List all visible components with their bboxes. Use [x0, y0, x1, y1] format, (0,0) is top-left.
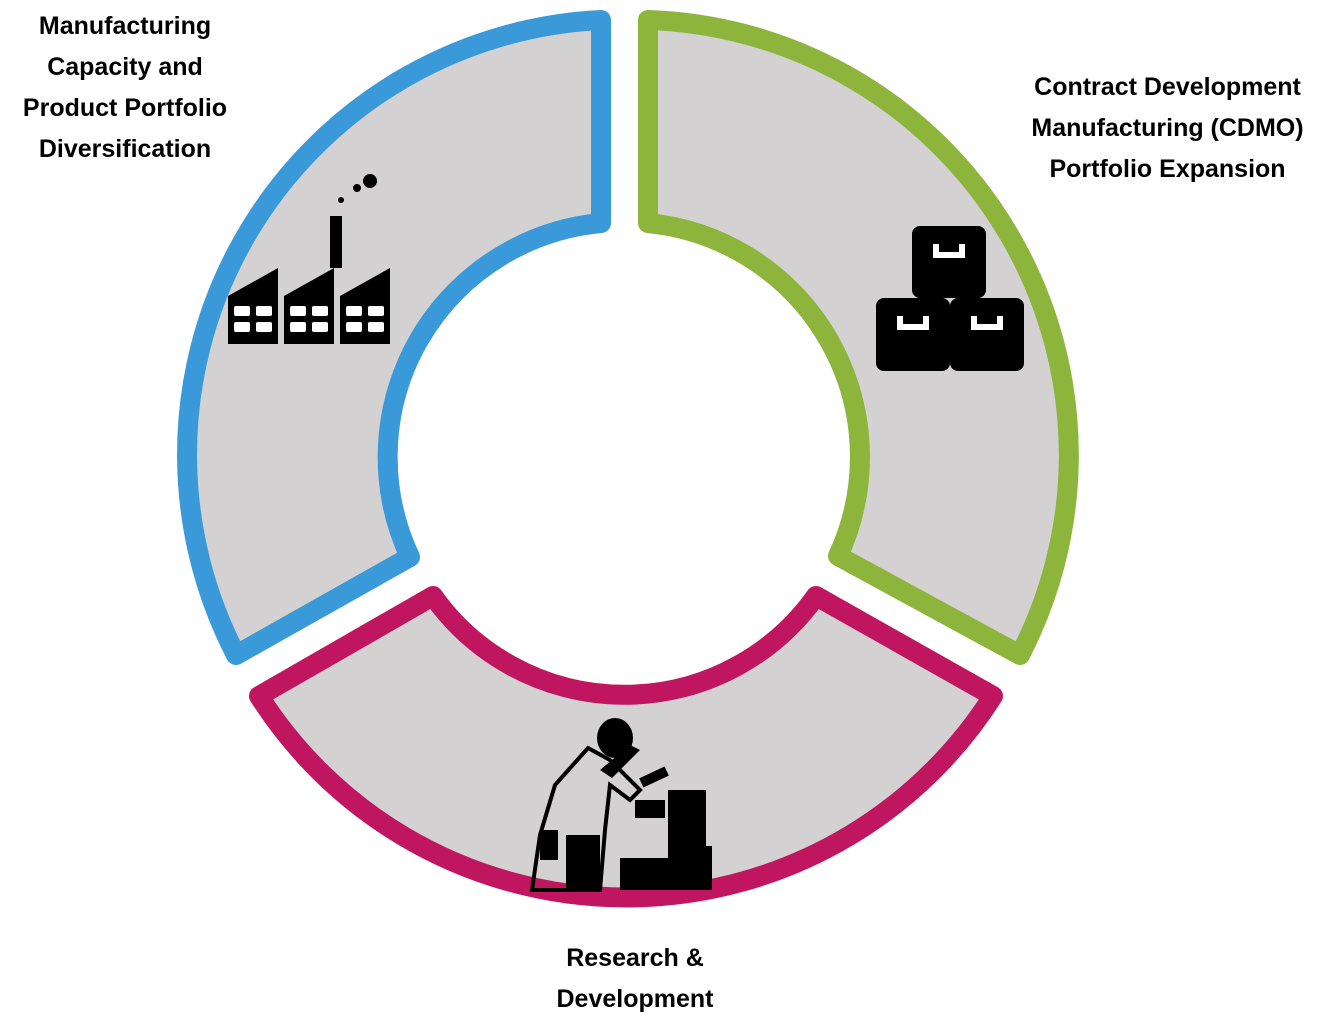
- label-manufacturing: Manufacturing Capacity and Product Portf…: [0, 6, 250, 170]
- label-cdmo: Contract Development Manufacturing (CDMO…: [1000, 67, 1335, 190]
- label-line: Diversification: [38, 135, 212, 163]
- segment-cdmo: [638, 10, 1079, 665]
- factory-icon: [228, 174, 390, 344]
- label-line: Manufacturing: [38, 12, 212, 40]
- label-line: Portfolio Expansion: [1049, 155, 1286, 183]
- boxes-icon: [876, 226, 1024, 371]
- label-line: Product Portfolio: [22, 94, 228, 122]
- label-line: Research &: [566, 944, 704, 972]
- scientist-microscope-icon: [529, 718, 712, 892]
- label-research-development: Research & Development: [510, 938, 760, 1020]
- label-line: Capacity and: [47, 53, 203, 81]
- segment-manufacturing: [177, 10, 611, 665]
- label-line: Contract Development: [1034, 73, 1301, 101]
- label-line: Development: [556, 985, 714, 1013]
- label-line: Manufacturing (CDMO): [1031, 114, 1304, 142]
